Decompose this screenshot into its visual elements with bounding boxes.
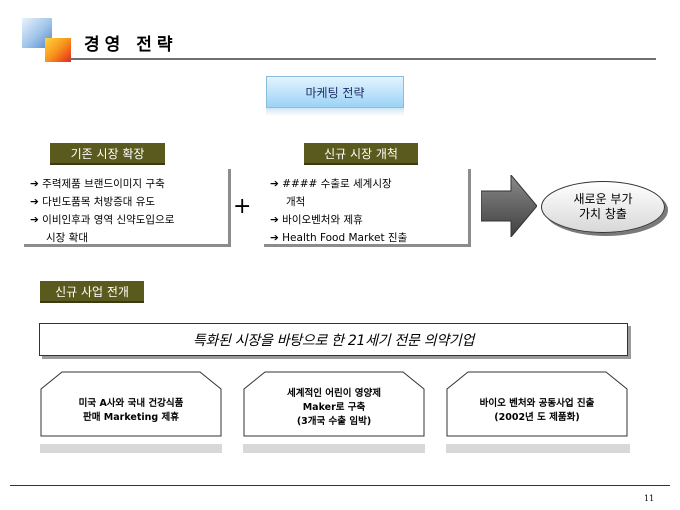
house-outline	[40, 371, 222, 437]
list-item-continuation: 개척	[286, 196, 306, 208]
logo-orange-square	[45, 38, 71, 62]
initiative-card: 미국 A사와 국내 건강식품 판매 Marketing 제휴	[40, 371, 222, 437]
card-base-bar	[446, 444, 630, 453]
arrow-bullet-icon: ➔	[30, 214, 39, 226]
page-title: 경영 전략	[84, 35, 178, 55]
plus-sign: +	[233, 194, 252, 219]
existing-market-tab: 기존 시장 확장	[50, 143, 165, 165]
marketing-strategy-banner: 마케팅 전략	[266, 76, 404, 108]
initiative-line: 세계적인 어린이 영양제	[286, 388, 381, 399]
arrow-bullet-icon: ➔	[30, 178, 39, 190]
banner-shadow	[266, 106, 404, 116]
house-outline	[446, 371, 628, 437]
new-market-box: ➔ #### 수출로 세계시장 개척 ➔ 바이오벤처와 제휴 ➔ Health …	[264, 169, 471, 247]
arrow-bullet-icon: ➔	[270, 214, 279, 226]
list-item: ➔ 바이오벤처와 제휴	[270, 214, 363, 226]
house-outline	[243, 371, 425, 437]
arrow-bullet-icon: ➔	[270, 178, 279, 190]
list-item: ➔ 주력제품 브랜드이미지 구축	[30, 178, 165, 190]
initiative-line: 바이오 벤처와 공동사업 진출	[479, 398, 595, 409]
arrow-bullet-icon: ➔	[270, 232, 279, 244]
initiative-card: 세계적인 어린이 영양제 Maker로 구축 (3개국 수출 임박)	[243, 371, 425, 437]
card-base-bar	[243, 444, 425, 453]
new-market-tab: 신규 시장 개척	[304, 143, 418, 165]
list-item: ➔ Health Food Market 진출	[270, 232, 408, 244]
initiative-line: Maker로 구축	[302, 402, 366, 413]
initiative-line: (2002년 도 제품화)	[494, 412, 580, 423]
arrow-bullet-icon: ➔	[30, 196, 39, 208]
existing-market-box: ➔ 주력제품 브랜드이미지 구축 ➔ 다빈도품목 처방증대 유도 ➔ 이비인후과…	[24, 169, 231, 247]
page-number: 11	[644, 494, 655, 503]
footer-divider	[10, 485, 670, 486]
value-creation-oval: 새로운 부가 가치 창출	[541, 181, 665, 233]
list-item: ➔ #### 수출로 세계시장	[270, 178, 392, 190]
initiative-line: 미국 A사와 국내 건강식품	[78, 398, 184, 409]
list-item: ➔ 다빈도품목 처방증대 유도	[30, 196, 156, 208]
oval-line-1: 새로운 부가	[573, 192, 633, 206]
oval-line-2: 가치 창출	[579, 207, 627, 221]
initiative-line: (3개국 수출 임박)	[296, 416, 372, 427]
vision-strapline: 특화된 시장을 바탕으로 한 21세기 전문 의약기업	[39, 323, 628, 356]
title-divider	[70, 58, 656, 60]
new-business-tab: 신규 사업 전개	[40, 281, 144, 303]
list-item: ➔ 이비인후과 영역 신약도입으로	[30, 214, 175, 226]
list-item-continuation: 시장 확대	[46, 232, 88, 244]
card-base-bar	[40, 444, 222, 453]
initiative-card: 바이오 벤처와 공동사업 진출 (2002년 도 제품화)	[446, 371, 628, 437]
right-arrow-icon	[481, 175, 537, 237]
initiative-line: 판매 Marketing 제휴	[83, 412, 179, 423]
